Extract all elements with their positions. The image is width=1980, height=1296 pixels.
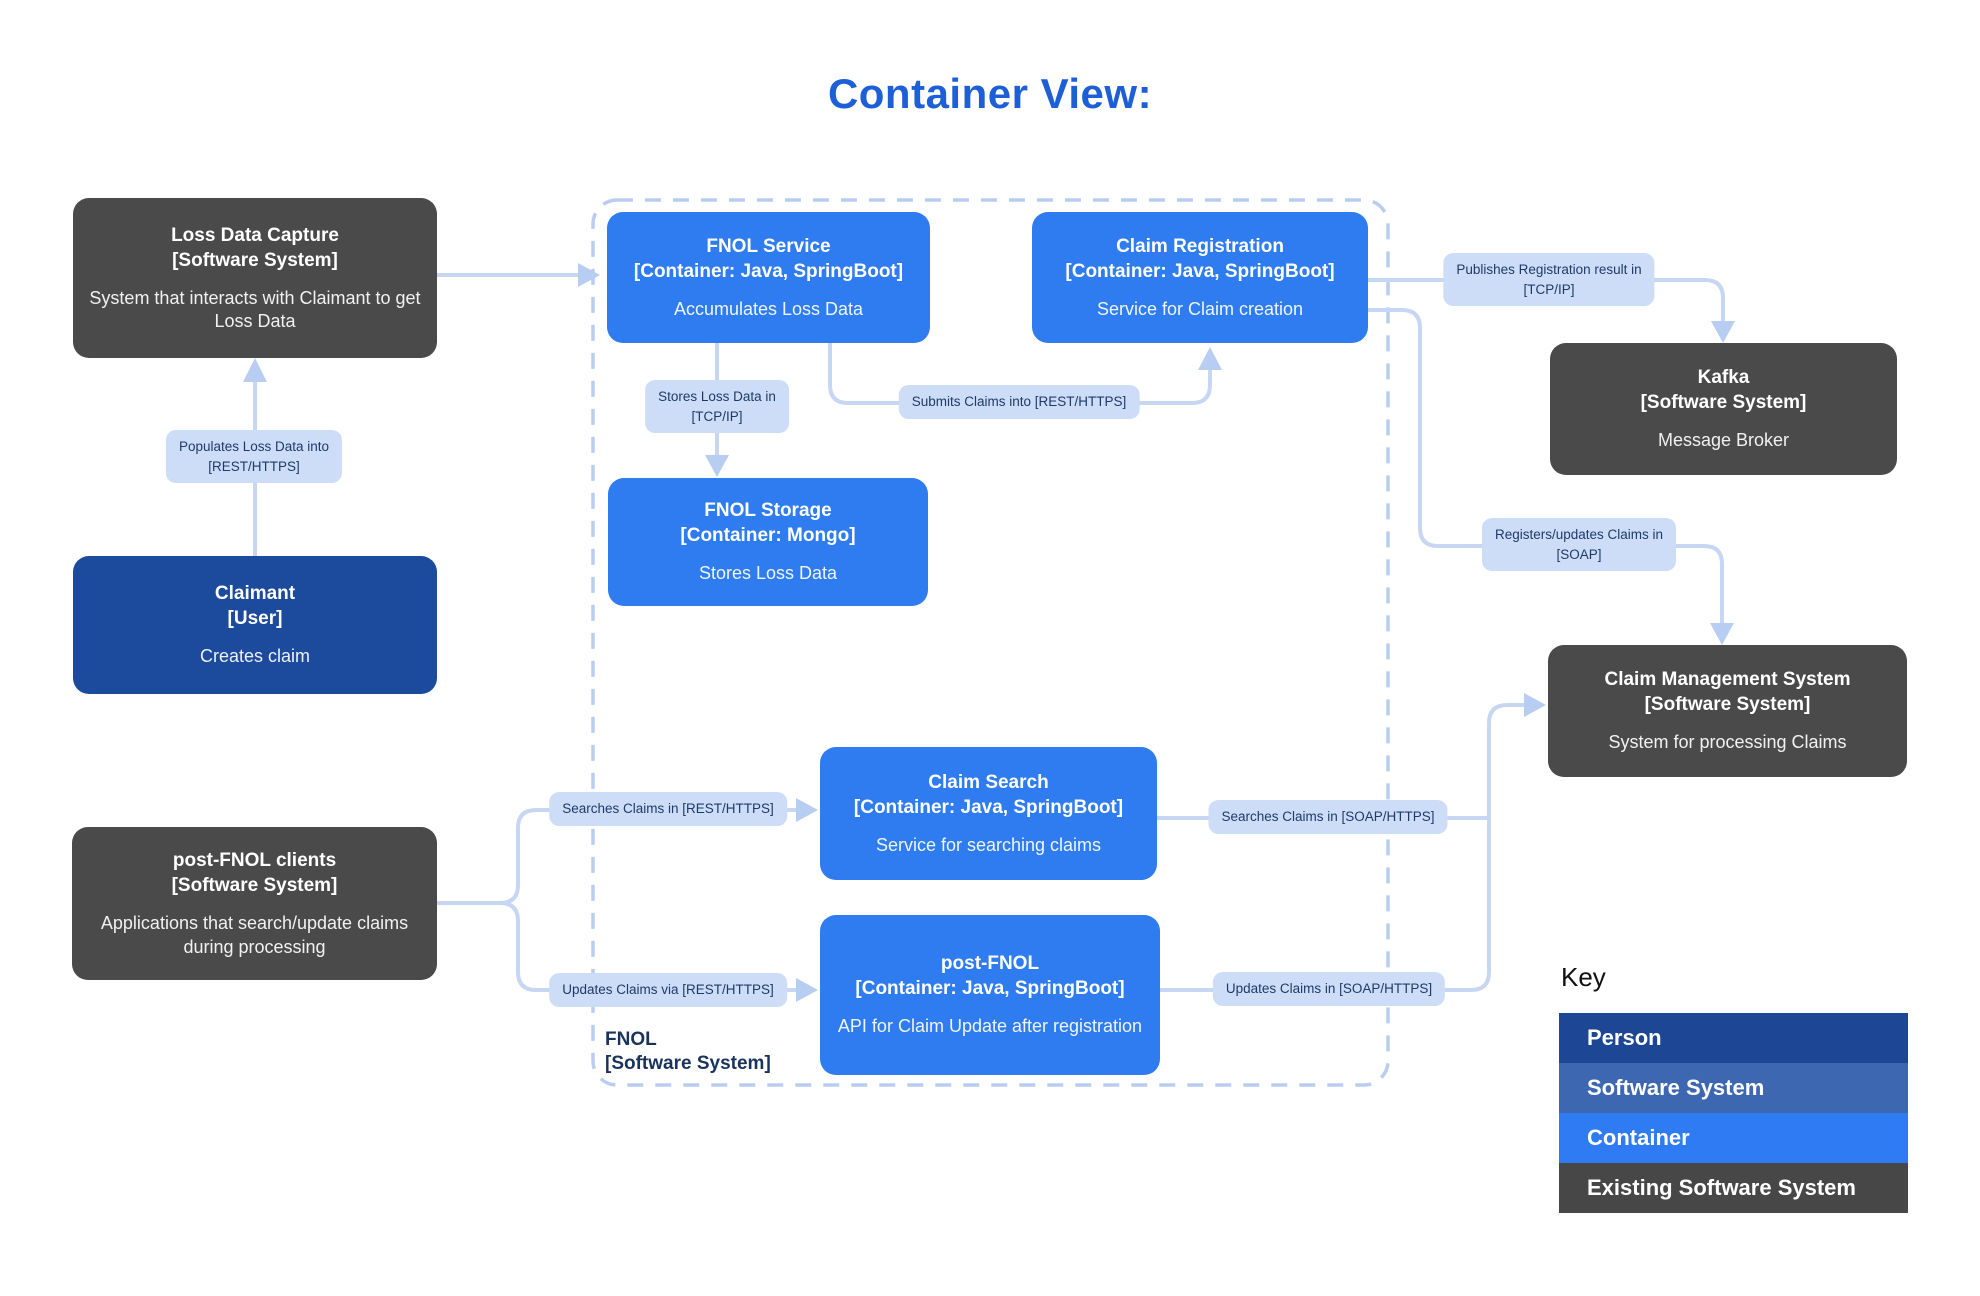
arrowhead-right-claim-search [796,798,818,822]
legend: Key Person Software System Container Exi… [1559,962,1908,1213]
node-subtitle: [Software System] [1640,392,1807,414]
node-subtitle: [Container: Java, SpringBoot] [855,978,1125,1000]
edge-label-searches-claims-rest: Searches Claims in [REST/HTTPS] [549,792,787,826]
node-claim-management-system: Claim Management System [Software System… [1548,645,1907,777]
legend-item-person: Person [1559,1013,1908,1063]
node-claim-search: Claim Search [Container: Java, SpringBoo… [820,747,1157,880]
edge-label-updates-claims-rest: Updates Claims via [REST/HTTPS] [549,973,787,1007]
legend-item-existing-software-system: Existing Software System [1559,1163,1908,1213]
edge-label-line: Publishes Registration result in [1456,262,1642,277]
edge-label-line: Populates Loss Data into [178,439,330,454]
node-title: Claim Registration [1116,235,1284,257]
edge-label-updates-claims-soap: Updates Claims in [SOAP/HTTPS] [1212,972,1446,1006]
boundary-title: FNOL [605,1029,657,1050]
node-subtitle: [Software System] [1644,694,1811,716]
node-title: Claim Search [928,771,1049,793]
edge-label-line: Updates Claims via [REST/HTTPS] [562,982,774,997]
edge-label-line: Searches Claims in [REST/HTTPS] [562,801,774,816]
node-description: Stores Loss Data [698,563,838,584]
connector-claim-registration-to-kafka [1366,278,1725,324]
edge-label-submits-claims: Submits Claims into [REST/HTTPS] [898,385,1140,419]
node-kafka: Kafka [Software System] Message Broker [1550,343,1897,475]
edge-label-line: Registers/updates Claims in [1494,527,1664,542]
node-description: System that interacts with Claimant to g… [89,287,421,332]
edge-label-line: [TCP/IP] [691,408,743,424]
edge-label-publishes-registration: Publishes Registration result in [TCP/IP… [1443,253,1655,307]
node-description: Accumulates Loss Data [673,298,864,319]
arrowhead-down-claim-management [1710,623,1734,645]
node-description: Applications that search/update claims d… [100,913,409,957]
legend-title: Key [1561,962,1606,992]
node-title: Claim Management System [1604,669,1851,691]
edge-label-stores-loss-data: Stores Loss Data in [TCP/IP] [645,380,789,434]
node-description: Creates claim [199,646,311,667]
node-description: Service for Claim creation [1096,298,1304,319]
node-subtitle: [Software System] [171,875,338,897]
arrowhead-down-kafka [1711,321,1735,343]
node-description: Message Broker [1657,430,1790,451]
connector-claim-registration-to-claim-management [1366,308,1724,626]
edge-label-line: [TCP/IP] [1523,281,1575,297]
connector-clients-to-post-fnol [435,901,799,992]
node-subtitle: [Container: Java, SpringBoot] [633,260,904,282]
node-subtitle: [Container: Java, SpringBoot] [853,796,1124,818]
arrowhead-right-fnol-service [578,263,600,287]
edge-label-searches-claims-soap: Searches Claims in [SOAP/HTTPS] [1208,800,1448,834]
arrowhead-up-loss-data-capture [243,358,267,382]
node-post-fnol-clients: post-FNOL clients [Software System] Appl… [72,827,437,980]
connector-post-fnol-to-claim-management [1158,703,1528,992]
legend-label: Existing Software System [1587,1175,1856,1200]
edge-label-populates-loss-data: Populates Loss Data into [REST/HTTPS] [165,430,343,484]
node-subtitle: [User] [227,608,283,630]
node-title: Claimant [214,583,296,605]
boundary-subtitle: [Software System] [605,1052,771,1074]
node-subtitle: [Container: Mongo] [680,525,856,547]
arrowhead-down-fnol-storage [705,455,729,477]
node-fnol-storage: FNOL Storage [Container: Mongo] Stores L… [608,478,928,606]
fnol-boundary-label: FNOL [Software System] [605,1028,771,1076]
edge-label-line: [REST/HTTPS] [208,458,300,474]
node-loss-data-capture: Loss Data Capture [Software System] Syst… [73,198,437,358]
diagram-title: Container View: [827,70,1153,117]
edge-label-registers-updates: Registers/updates Claims in [SOAP] [1481,518,1677,572]
node-title: Kafka [1697,367,1750,389]
node-fnol-service: FNOL Service [Container: Java, SpringBoo… [607,212,930,343]
node-claim-registration: Claim Registration [Container: Java, Spr… [1032,212,1368,343]
edge-label-line: [SOAP] [1556,546,1602,562]
node-title: FNOL Storage [704,500,832,522]
legend-label: Software System [1587,1075,1765,1100]
node-description: API for Claim Update after registration [837,1016,1143,1037]
edge-label-line: Updates Claims in [SOAP/HTTPS] [1225,981,1433,996]
node-subtitle: [Software System] [172,249,338,271]
fnol-boundary-box [591,198,1390,1087]
node-post-fnol: post-FNOL [Container: Java, SpringBoot] … [820,915,1160,1075]
edge-label-line: Searches Claims in [SOAP/HTTPS] [1221,809,1435,824]
edge-label-line: Stores Loss Data in [658,389,776,404]
legend-label: Person [1587,1025,1662,1050]
arrowhead-right-post-fnol [796,978,818,1002]
node-description: System for processing Claims [1608,732,1847,753]
node-title: post-FNOL [940,953,1040,975]
node-subtitle: [Container: Java, SpringBoot] [1065,260,1335,282]
legend-item-container: Container [1559,1113,1908,1163]
node-claimant: Claimant [User] Creates claim [73,556,437,694]
edge-label-line: Submits Claims into [REST/HTTPS] [911,394,1127,409]
arrowhead-right-claim-management [1524,693,1546,717]
node-title: Loss Data Capture [171,224,339,246]
legend-label: Container [1587,1125,1690,1150]
arrowhead-up-claim-registration [1198,347,1222,370]
node-title: FNOL Service [706,235,831,257]
legend-item-software-system: Software System [1559,1063,1908,1113]
node-title: post-FNOL clients [172,850,337,872]
node-description: Service for searching claims [875,834,1102,855]
